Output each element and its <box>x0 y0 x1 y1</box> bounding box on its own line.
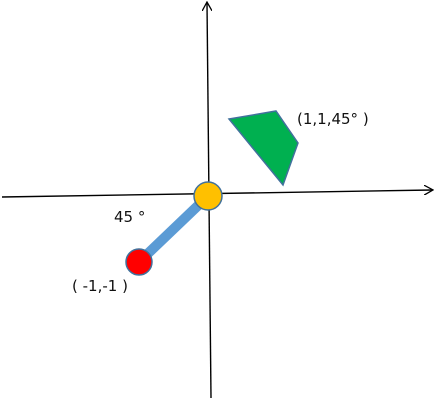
angle-label: 45 ° <box>114 208 146 226</box>
end-point <box>125 248 153 276</box>
arm-segment <box>135 193 211 266</box>
end-point-label: ( -1,-1 ) <box>72 277 128 295</box>
origin-pivot <box>193 181 223 211</box>
pose-marker <box>227 110 299 187</box>
pose-label: (1,1,45° ) <box>297 110 369 128</box>
